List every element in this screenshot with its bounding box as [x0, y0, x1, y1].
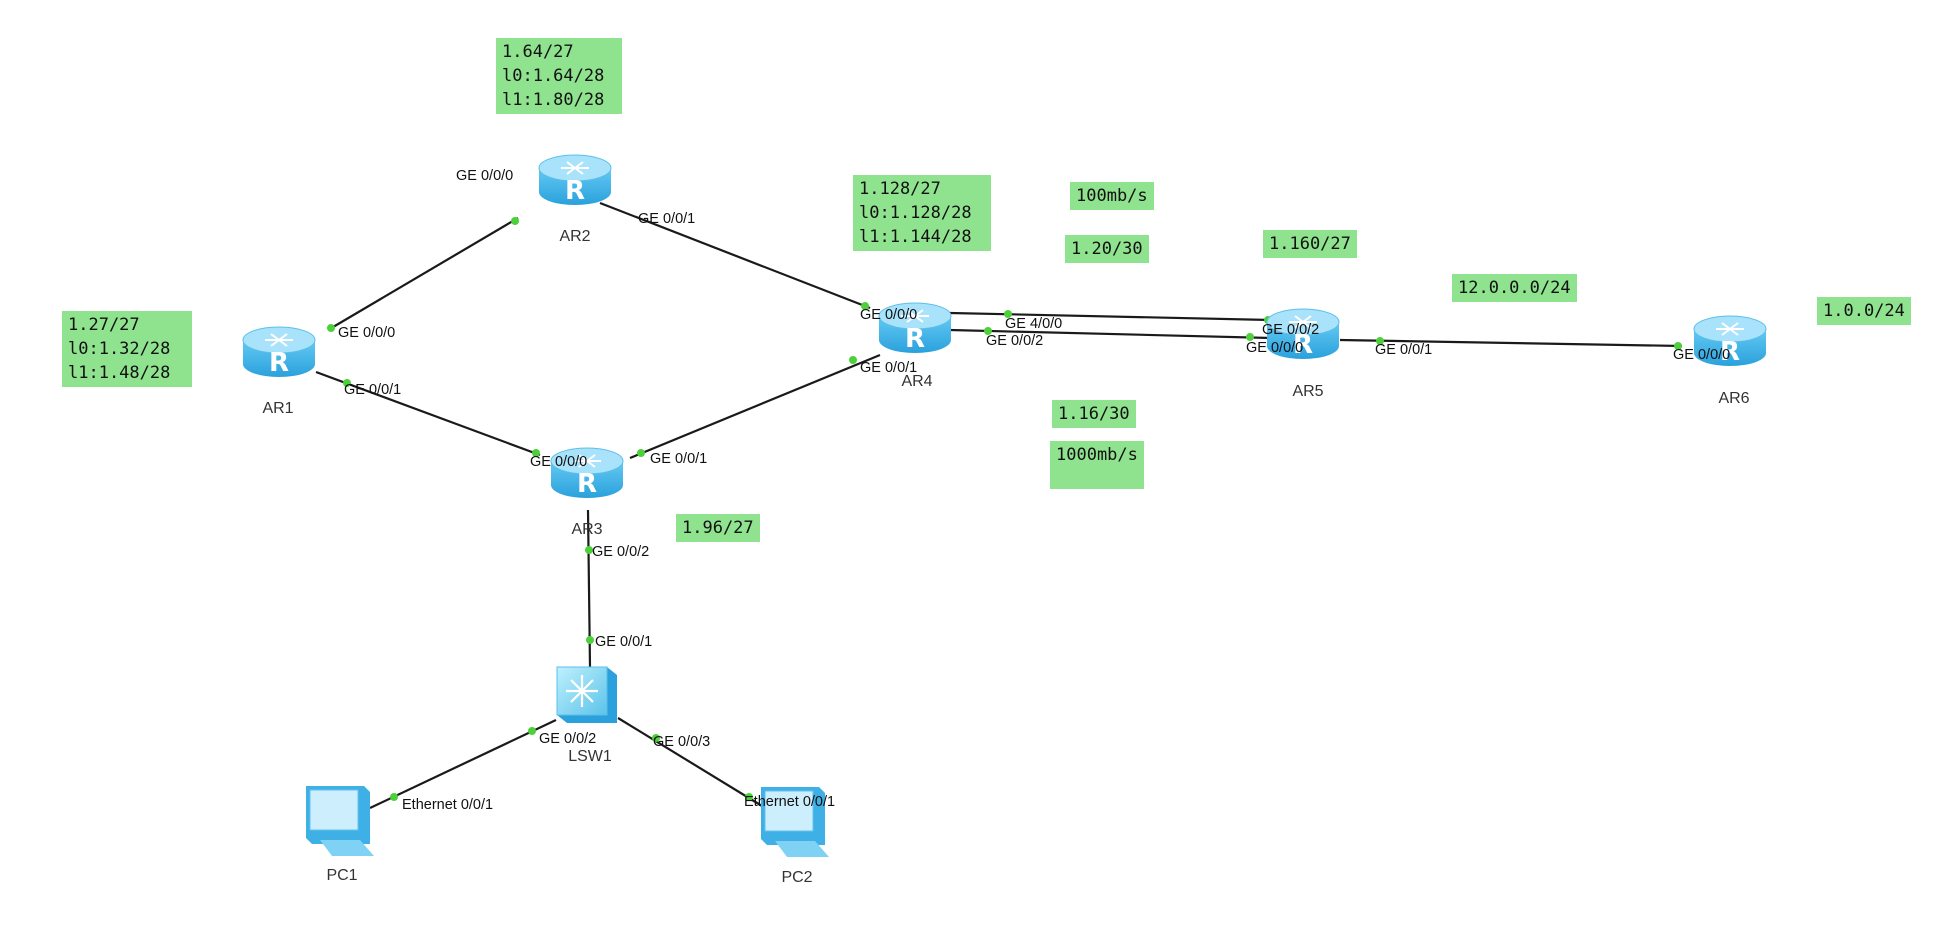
- port-dot: [390, 793, 398, 801]
- link-lsw1-pc1: [369, 719, 557, 809]
- note-link-16[interactable]: 1.16/30: [1052, 400, 1136, 428]
- port-label: GE 0/0/0: [860, 307, 918, 323]
- pc-icon-pc2[interactable]: [761, 787, 829, 857]
- switch-icon-lsw1[interactable]: [556, 666, 617, 723]
- port-label: GE 0/0/1: [638, 211, 696, 227]
- pc-icon-pc1[interactable]: [306, 786, 374, 856]
- device-label-ar2: AR2: [559, 228, 591, 245]
- port-label: GE 0/0/1: [344, 382, 402, 398]
- port-dot: [1246, 333, 1254, 341]
- port-label: GE 0/0/2: [986, 333, 1044, 349]
- note-ar2-network[interactable]: 1.64/27 l0:1.64/28 l1:1.80/28: [496, 38, 622, 114]
- link-ar1-ar3: [315, 370, 541, 457]
- device-label-ar4: AR4: [901, 373, 933, 390]
- link-ar3-ar4: [629, 353, 881, 460]
- link-lsw1-pc2: [617, 717, 763, 807]
- device-label-ar5: AR5: [1292, 383, 1324, 400]
- link-ar5-ar6: [1339, 338, 1683, 348]
- port-dot: [637, 449, 645, 457]
- device-label-pc1: PC1: [326, 867, 358, 884]
- note-bandwidth-100[interactable]: 100mb/s: [1070, 182, 1154, 210]
- link-ar4-ar5-ge400: [949, 311, 1273, 322]
- port-label: GE 0/0/1: [595, 634, 653, 650]
- port-label: GE 0/0/0: [1246, 340, 1304, 356]
- port-label: Ethernet 0/0/1: [744, 794, 836, 810]
- port-dot: [652, 734, 660, 742]
- port-dot: [745, 793, 753, 801]
- note-ar1-network[interactable]: 1.27/27 l0:1.32/28 l1:1.48/28: [62, 311, 192, 387]
- port-dot: [849, 356, 857, 364]
- port-dot: [327, 324, 335, 332]
- note-bandwidth-1000[interactable]: 1000mb/s: [1050, 441, 1144, 489]
- port-label: GE 0/0/0: [1673, 347, 1731, 363]
- port-label: GE 0/0/0: [530, 454, 588, 470]
- port-dot: [528, 727, 536, 735]
- port-dot: [511, 217, 519, 225]
- router-icon-ar2[interactable]: [538, 154, 612, 207]
- port-label: GE 0/0/2: [539, 731, 597, 747]
- port-dot: [861, 302, 869, 310]
- port-dot: [984, 327, 992, 335]
- port-label: GE 0/0/2: [1262, 322, 1320, 338]
- link-ar4-ar5-ge002: [949, 328, 1273, 340]
- port-label: GE 0/0/0: [456, 168, 514, 184]
- device-label-lsw1: LSW1: [568, 748, 612, 765]
- port-label: GE 0/0/2: [592, 544, 650, 560]
- port-label: GE 0/0/1: [1375, 342, 1433, 358]
- device-label-ar1: AR1: [262, 400, 294, 417]
- note-net-12[interactable]: 12.0.0.0/24: [1452, 274, 1577, 302]
- note-ar5-network[interactable]: 1.160/27: [1263, 230, 1357, 258]
- note-ar6-network[interactable]: 1.0.0/24: [1817, 297, 1911, 325]
- device-label-ar6: AR6: [1718, 390, 1750, 407]
- port-label: Ethernet 0/0/1: [402, 797, 494, 813]
- port-dot: [532, 449, 540, 457]
- link-ar1-ar2: [327, 217, 519, 331]
- port-dot: [1674, 342, 1682, 350]
- device-label-pc2: PC2: [781, 869, 813, 886]
- port-dot: [585, 546, 593, 554]
- router-icon-ar1[interactable]: [242, 326, 316, 379]
- note-ar3-network[interactable]: 1.96/27: [676, 514, 760, 542]
- port-label: GE 0/0/3: [653, 734, 711, 750]
- port-dot: [1376, 337, 1384, 345]
- port-dot: [1004, 310, 1012, 318]
- port-label: GE 0/0/1: [860, 360, 918, 376]
- note-link-20[interactable]: 1.20/30: [1065, 235, 1149, 263]
- note-ar4-network[interactable]: 1.128/27 l0:1.128/28 l1:1.144/28: [853, 175, 991, 251]
- port-label: GE 4/0/0: [1005, 316, 1063, 332]
- port-label: GE 0/0/0: [338, 325, 396, 341]
- link-ar2-ar4: [599, 201, 871, 310]
- device-label-ar3: AR3: [571, 521, 603, 538]
- port-dot: [586, 636, 594, 644]
- port-dot: [343, 379, 351, 387]
- port-label: GE 0/0/1: [650, 451, 708, 467]
